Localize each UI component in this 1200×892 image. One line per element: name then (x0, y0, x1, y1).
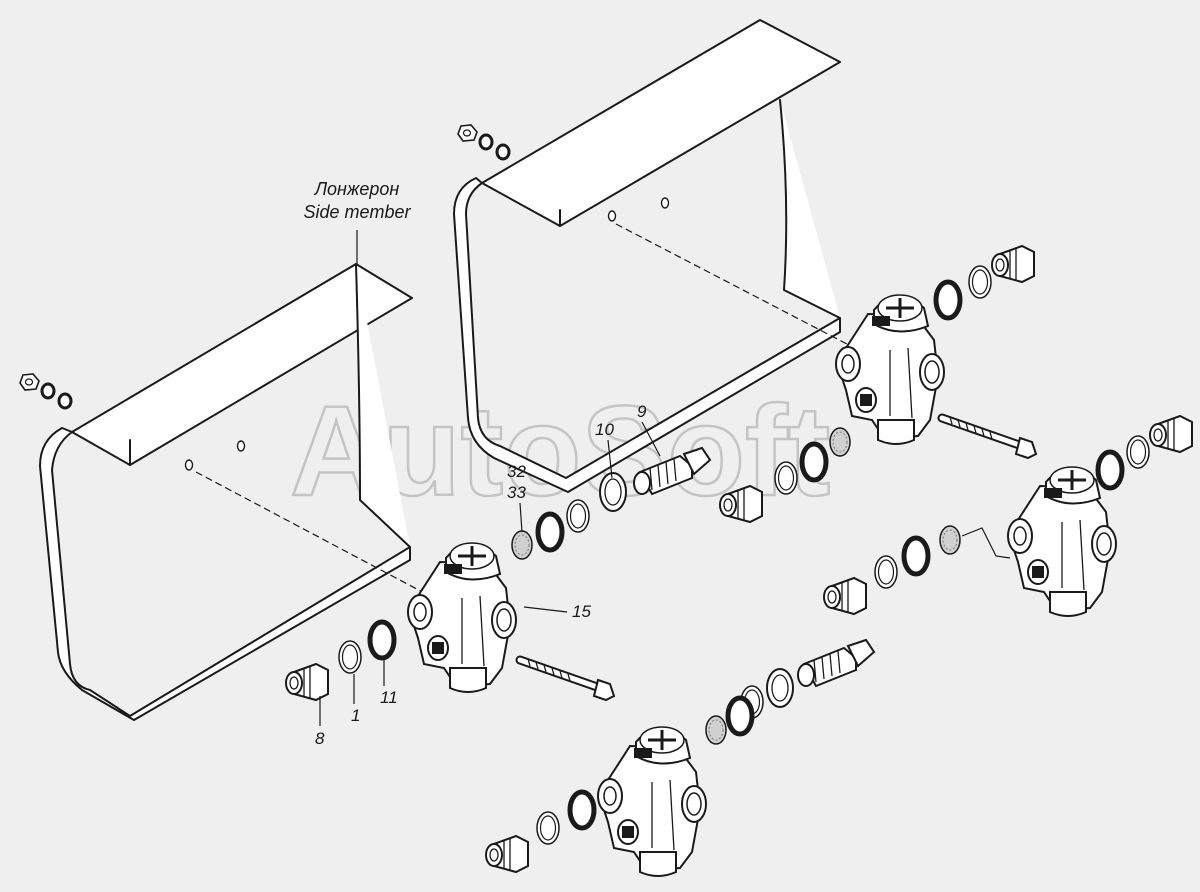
alignment-line-right (615, 223, 871, 357)
side-member-left (39, 263, 413, 721)
washer-ur-1 (968, 265, 992, 299)
filter-b (705, 715, 727, 745)
oring-ur-2 (802, 444, 826, 480)
bolt-lower-left (520, 659, 614, 700)
callout-15: 15 (572, 602, 591, 621)
nut-bottom (766, 668, 794, 708)
nut-washer-stack-right (456, 123, 511, 161)
fitting-upper-right (991, 245, 1035, 283)
washer-ur-2 (774, 461, 798, 495)
valve-assembly-lower-left (406, 541, 518, 694)
oring-ur (936, 282, 960, 318)
fitting-8 (285, 663, 329, 701)
oring-upper-left (538, 514, 562, 550)
washer-upper-left (566, 499, 590, 533)
oring-r-2 (904, 538, 928, 574)
side-member-right (453, 19, 841, 493)
leader-32-33 (519, 502, 523, 533)
valve-assembly-bottom (596, 725, 708, 878)
fitting-right (1149, 415, 1193, 453)
callout-9: 9 (637, 402, 647, 421)
valve-assembly-upper-right (834, 293, 946, 446)
nut-washer-stack-left (18, 372, 73, 410)
callout-1: 1 (351, 706, 360, 725)
fitting-r-2 (823, 577, 867, 615)
callout-32: 32 (507, 462, 526, 481)
callout-8: 8 (315, 729, 325, 748)
leader-9 (641, 421, 661, 457)
callout-10: 10 (595, 420, 614, 439)
leader-15 (523, 606, 568, 613)
leader-right-filter (961, 527, 1011, 559)
oring-b-2 (570, 792, 594, 828)
side-member-label-en: Side member (303, 202, 411, 222)
filter-r (939, 525, 961, 555)
oring-11 (370, 622, 394, 658)
bolt-upper-right (942, 417, 1036, 458)
washer-b-2 (536, 811, 560, 845)
fitting-b (485, 835, 529, 873)
nut-10 (599, 472, 627, 512)
washer-1 (338, 640, 362, 674)
filter-32-33 (511, 530, 533, 560)
callout-33: 33 (507, 483, 526, 502)
valve-assembly-right (1006, 465, 1118, 618)
oring-b (728, 698, 752, 734)
banjo-fitting-bottom (797, 639, 875, 687)
leader-10 (607, 439, 613, 479)
filter-ur (829, 427, 851, 457)
oring-r (1098, 452, 1122, 488)
washer-r-2 (874, 555, 898, 589)
callout-11: 11 (380, 688, 398, 707)
washer-r-1 (1126, 435, 1150, 469)
alignment-line-left (195, 471, 431, 597)
side-member-label-ru: Лонжерон (314, 179, 400, 199)
